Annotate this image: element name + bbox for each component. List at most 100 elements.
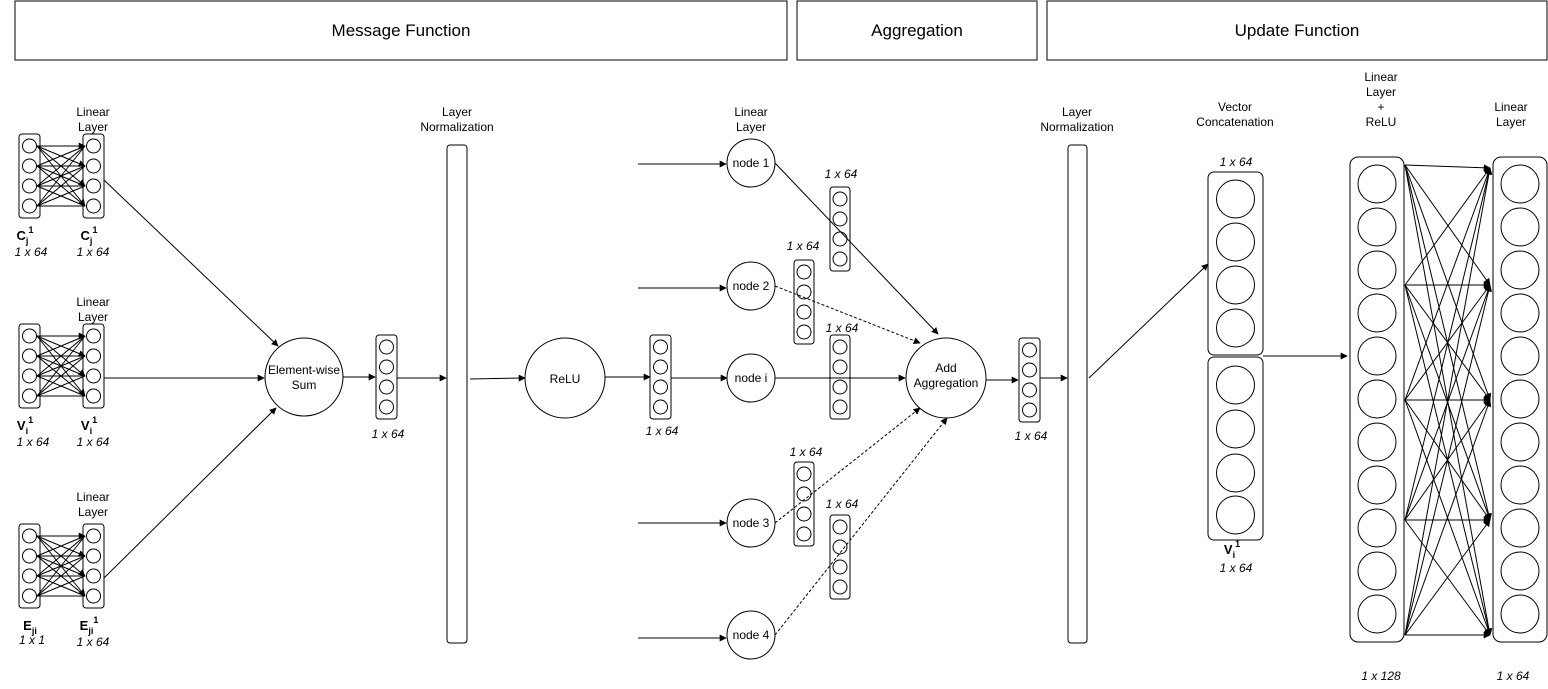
linear-relu-layer: Linear Layer + ReLU 1 x 128	[1349, 70, 1405, 683]
relu-node: ReLU	[524, 337, 606, 419]
relu-label: ReLU	[550, 372, 581, 386]
var-eji-input: Eji	[23, 618, 37, 636]
dim-sum-output: 1 x 64	[372, 427, 405, 441]
output-eji-vector	[82, 523, 105, 609]
node4-label: node 4	[733, 628, 770, 642]
var-cj-output: Cj1	[81, 225, 98, 246]
dim-concat-top: 1 x 64	[1220, 155, 1253, 169]
var-cj-input: Cj1	[17, 225, 34, 246]
linear-layer-label-line1: Linear	[76, 490, 109, 504]
dim-cj-output: 1 x 64	[77, 245, 110, 259]
input-vi-vector	[18, 323, 41, 409]
mlp-dense-connections	[1404, 164, 1493, 639]
element-sum-label-line1: Element-wise	[268, 363, 340, 377]
aggregation-title: Aggregation	[871, 21, 963, 40]
output-vi-vector	[82, 323, 105, 409]
node1-label: node 1	[733, 156, 770, 170]
dim-linear-relu: 1 x 128	[1361, 669, 1401, 683]
dim-node3-vector: 1 x 64	[790, 445, 823, 459]
linear-layer-label-line2: Layer	[78, 505, 108, 519]
message-function-title: Message Function	[332, 21, 471, 40]
var-vi-concat: Vi1	[1224, 539, 1240, 560]
dim-aggregation-output: 1 x 64	[1015, 429, 1048, 443]
output-cj-vector	[82, 133, 105, 219]
node1-message-vector: 1 x 64	[825, 167, 858, 272]
node3-label: node 3	[733, 516, 770, 530]
linear-layer-label-line2: Layer	[1496, 115, 1526, 129]
linear-layer-vi: Linear Layer Vi1 1 x 64 Vi1 1 x 64	[17, 295, 110, 449]
linear-layer-eji: Linear Layer Eji 1 x 1 Eji1 1 x 64	[18, 490, 110, 649]
message-function-header: Message Function	[14, 0, 788, 61]
add-aggregation-node: Add Aggregation	[905, 337, 987, 419]
relu-output-vector: 1 x 64	[646, 334, 679, 438]
neighbor-node-4: node 4	[638, 610, 776, 660]
layernorm2-to-concat-arrow	[1088, 263, 1209, 379]
input-eji-vector	[18, 523, 41, 609]
target-node-i: node i	[726, 353, 776, 403]
node2-label: node 2	[733, 279, 770, 293]
layer-normalization-2: Layer Normalization	[1040, 105, 1114, 644]
linear-layer-label-line2: Layer	[78, 120, 108, 134]
linear-relu-label-line3: +	[1377, 100, 1384, 114]
linear-layer-label-line1: Linear	[76, 105, 109, 119]
linear-layer-label-line2: Layer	[736, 120, 766, 134]
node2-message-vector: 1 x 64	[787, 239, 820, 345]
dim-relu-output: 1 x 64	[646, 424, 679, 438]
dim-cj-input: 1 x 64	[15, 245, 48, 259]
add-agg-label-line2: Aggregation	[914, 376, 979, 390]
node-feature-vector	[1207, 356, 1264, 541]
linear-layer-label-line1: Linear	[1494, 100, 1527, 114]
aggregation-header: Aggregation	[796, 0, 1038, 61]
input-cj-vector	[18, 133, 41, 219]
nodes-to-aggregation-arrows	[774, 162, 948, 636]
vector-concatenation: Vector Concatenation 1 x 64 Vi1 1 x 64	[1196, 100, 1273, 575]
node3-message-vector: 1 x 64	[790, 445, 823, 547]
aggregated-message-vector	[1207, 171, 1264, 356]
node4-message-vector: 1 x 64	[826, 497, 859, 600]
layer-norm-label-line1: Layer	[1062, 105, 1092, 119]
eji-connections	[36, 532, 86, 597]
update-function-header: Update Function	[1046, 0, 1548, 61]
var-vi-output: Vi1	[81, 415, 97, 436]
element-wise-sum-node: Element-wise Sum	[264, 337, 344, 417]
linear-relu-label-line4: ReLU	[1366, 115, 1397, 129]
inputs-to-sum-arrows	[103, 179, 279, 579]
nodei-label: node i	[735, 371, 768, 385]
linear-relu-label-line2: Layer	[1366, 85, 1396, 99]
nodei-message-vector: 1 x 64	[826, 321, 859, 420]
dim-node1-vector: 1 x 64	[825, 167, 858, 181]
sum-output-vector: 1 x 64	[372, 334, 405, 441]
update-function-title: Update Function	[1235, 21, 1360, 40]
neighbor-node-2: node 2	[638, 261, 776, 311]
add-agg-label-line1: Add	[935, 361, 956, 375]
dim-node4-vector: 1 x 64	[826, 497, 859, 511]
vi-connections	[36, 332, 86, 397]
layer-normalization-1: Layer Normalization	[420, 105, 494, 644]
dim-nodei-vector: 1 x 64	[826, 321, 859, 335]
element-sum-label-line2: Sum	[292, 378, 317, 392]
linear-layer-label-line1: Linear	[76, 295, 109, 309]
cj-connections	[36, 142, 86, 207]
output-linear-layer: Linear Layer 1 x 64	[1492, 100, 1548, 683]
dim-vi-input: 1 x 64	[17, 435, 50, 449]
neighbor-node-1: node 1	[638, 138, 776, 188]
dim-node2-vector: 1 x 64	[787, 239, 820, 253]
linear-layer-cj: Linear Layer Cj1 1 x 64 Cj1 1 x 64	[15, 105, 110, 259]
dim-vi-output: 1 x 64	[77, 435, 110, 449]
linear-layer-label-line1: Linear	[734, 105, 767, 119]
dim-output-linear: 1 x 64	[1497, 669, 1530, 683]
linear-layer-label-line2: Layer	[78, 310, 108, 324]
aggregation-output-vector: 1 x 64	[1015, 337, 1048, 443]
layer-norm-label-line1: Layer	[442, 105, 472, 119]
neighbor-node-3: node 3	[638, 498, 776, 548]
var-eji-output: Eji1	[80, 615, 99, 636]
dim-vi-concat: 1 x 64	[1220, 561, 1253, 575]
layer-norm-label-line2: Normalization	[420, 120, 493, 134]
concat-label-line2: Concatenation	[1196, 115, 1273, 129]
dim-eji-input: 1 x 1	[19, 633, 45, 647]
linear-relu-label-line1: Linear	[1364, 70, 1397, 84]
dim-eji-output: 1 x 64	[77, 635, 110, 649]
concat-label-line1: Vector	[1218, 100, 1252, 114]
layer-norm-label-line2: Normalization	[1040, 120, 1113, 134]
